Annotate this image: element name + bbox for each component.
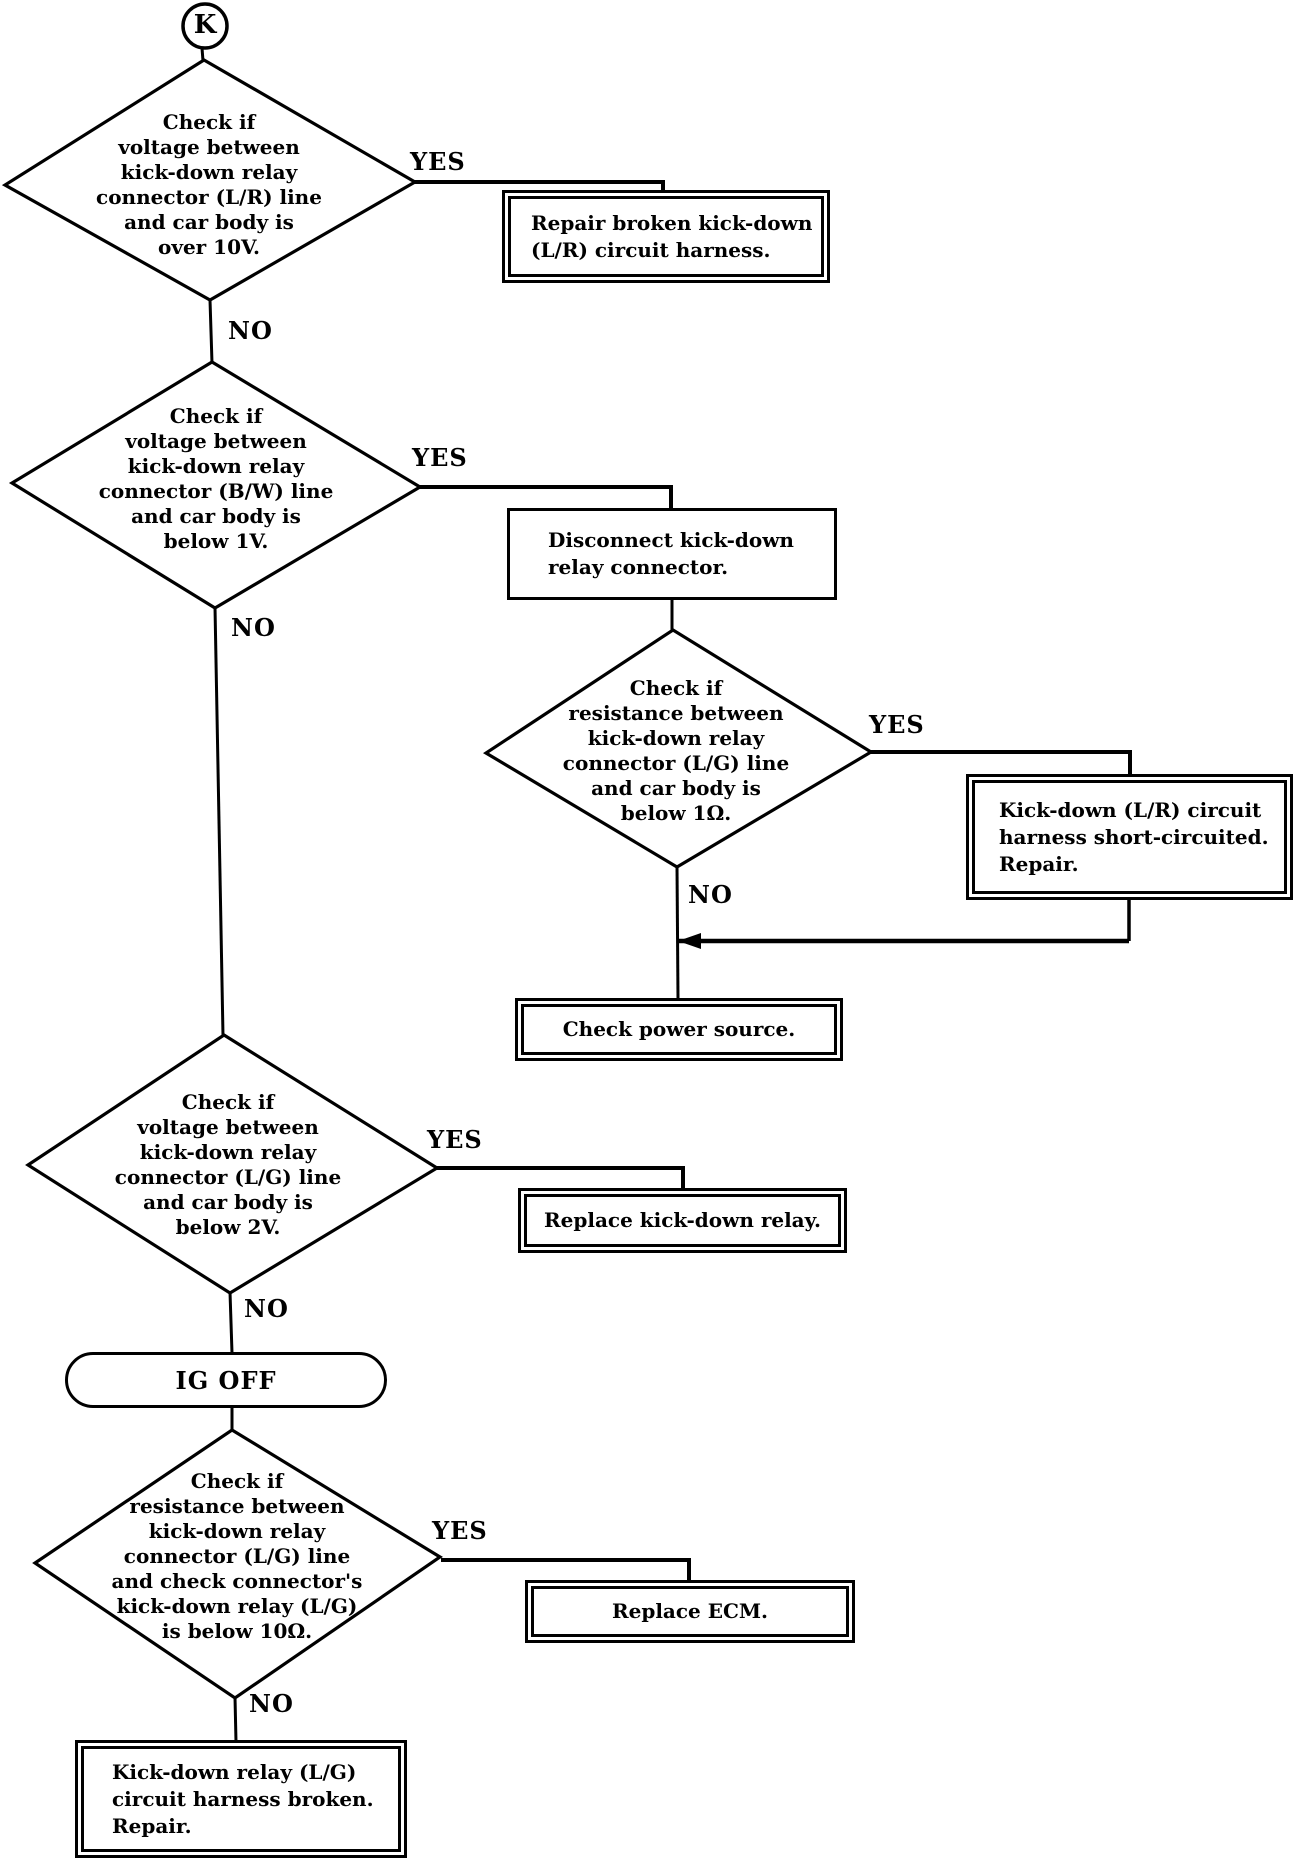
action-replace-ecm-inner: Replace ECM. (531, 1586, 849, 1637)
decision-1-voltage-lr-over-10v: Check if voltage between kick-down relay… (96, 110, 322, 259)
no-label-4: NO (244, 1294, 289, 1323)
start-circle (181, 2, 229, 50)
no-label-5: NO (249, 1689, 294, 1718)
decision-1-shape (1, 58, 419, 302)
decision-5-shape (32, 1428, 443, 1700)
yes-label-5: YES (432, 1516, 488, 1545)
merge-arrowhead (678, 933, 701, 949)
decision-4-shape (25, 1033, 441, 1295)
connector-yes-3 (870, 750, 1132, 776)
action-disconnect-relay-connector-text: Disconnect kick-down relay connector. (548, 528, 794, 579)
connector-yes-4 (436, 1166, 685, 1190)
action-repair-broken-harness-text: Repair broken kick-down (L/R) circuit ha… (531, 210, 813, 262)
action-check-power-source: Check power source. (515, 998, 843, 1061)
connector-no-4 (228, 1291, 234, 1354)
action-harness-short-circuited-inner: Kick-down (L/R) circuit harness short-ci… (972, 780, 1287, 894)
terminator-ig-off-text: IG OFF (175, 1365, 277, 1395)
action-replace-ecm-text: Replace ECM. (611, 1599, 768, 1623)
connector-yes-2 (419, 485, 673, 510)
connector-start-to-decision-1 (200, 47, 205, 62)
connector-no-2 (213, 606, 225, 1037)
yes-label-2: YES (412, 443, 468, 472)
yes-label-4: YES (427, 1125, 483, 1154)
action-replace-kickdown-relay: Replace kick-down relay. (518, 1188, 847, 1253)
action-harness-broken-inner: Kick-down relay (L/G) circuit harness br… (81, 1746, 401, 1852)
no-label-2: NO (231, 613, 276, 642)
decision-2-shape (8, 360, 424, 610)
decision-3-shape (482, 628, 875, 869)
node-shapes (1, 2, 875, 1700)
action-repair-broken-harness: Repair broken kick-down (L/R) circuit ha… (502, 190, 830, 283)
action-harness-short-circuited-text: Kick-down (L/R) circuit harness short-ci… (999, 797, 1269, 876)
connector-yes-1 (414, 180, 665, 193)
action-harness-broken: Kick-down relay (L/G) circuit harness br… (75, 1740, 407, 1858)
connector-no-3 (675, 865, 680, 1000)
start-connector-label: K (193, 9, 217, 40)
decision-4-voltage-lg-below-2v: Check if voltage between kick-down relay… (114, 1090, 342, 1239)
yes-label-1: YES (410, 147, 466, 176)
decision-5-resistance-lg-below-10ohm: Check if resistance between kick-down re… (111, 1469, 363, 1643)
action-replace-kickdown-relay-text: Replace kick-down relay. (544, 1208, 821, 1232)
decision-2-voltage-bw-below-1v: Check if voltage between kick-down relay… (98, 404, 334, 553)
action-harness-short-circuited: Kick-down (L/R) circuit harness short-ci… (966, 774, 1293, 900)
action-replace-kickdown-relay-inner: Replace kick-down relay. (524, 1194, 841, 1247)
no-label-1: NO (228, 316, 273, 345)
action-replace-ecm: Replace ECM. (525, 1580, 855, 1643)
decision-3-resistance-lg-below-1ohm: Check if resistance between kick-down re… (562, 676, 790, 825)
connector-yes-5 (441, 1558, 691, 1582)
action-repair-broken-harness-inner: Repair broken kick-down (L/R) circuit ha… (508, 196, 824, 277)
no-label-3: NO (688, 880, 733, 909)
terminator-ig-off: IG OFF (65, 1352, 387, 1408)
action-check-power-source-inner: Check power source. (521, 1004, 837, 1055)
action-disconnect-relay-connector: Disconnect kick-down relay connector. (507, 508, 837, 600)
yes-label-3: YES (869, 710, 925, 739)
action-check-power-source-text: Check power source. (562, 1017, 796, 1041)
connectors (200, 47, 1132, 1743)
connector-no-5 (233, 1696, 238, 1743)
action-harness-broken-text: Kick-down relay (L/G) circuit harness br… (112, 1759, 374, 1838)
connector-no-1 (208, 299, 214, 364)
